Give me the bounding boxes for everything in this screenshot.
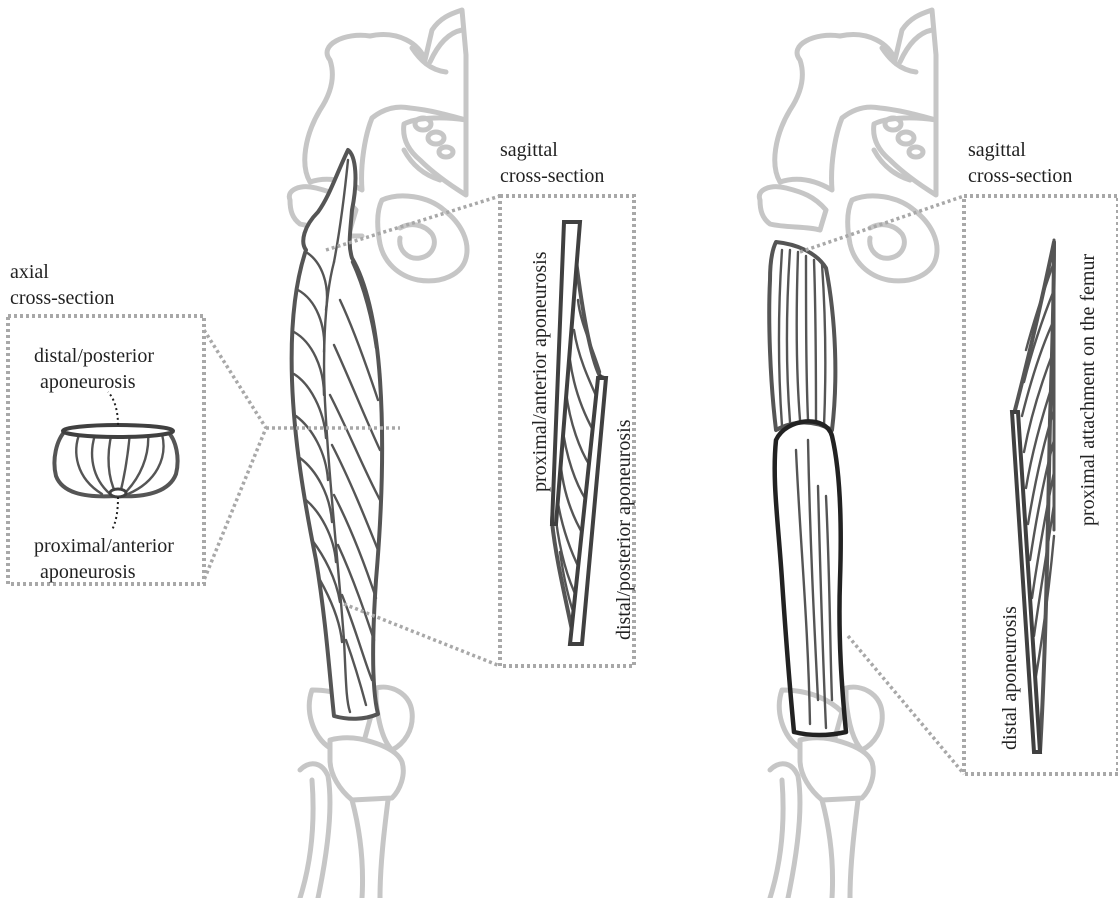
axial-bottom-label-line1: proximal/anterior — [34, 535, 174, 557]
axial-top-label-line2: aponeurosis — [40, 371, 136, 393]
right-proximal-attachment-label: proximal attachment on the femur — [1077, 254, 1099, 526]
right-sagittal-label-line2: cross-section — [968, 165, 1072, 187]
left-sagittal-distal-apo-label: distal/posterior aponeurosis — [613, 419, 635, 640]
axial-label-line1: axial — [10, 261, 49, 283]
right-muscle — [769, 242, 846, 735]
axial-top-label-line1: distal/posterior — [34, 345, 154, 367]
left-sagittal-label-line2: cross-section — [500, 165, 604, 187]
right-sagittal-label-line1: sagittal — [968, 139, 1026, 161]
axial-label-line2: cross-section — [10, 287, 114, 309]
axial-bottom-label-line2: aponeurosis — [40, 561, 136, 583]
left-sagittal-proximal-apo-label: proximal/anterior aponeurosis — [529, 251, 551, 492]
right-distal-apo-label: distal aponeurosis — [999, 606, 1021, 750]
left-sagittal-label-line1: sagittal — [500, 139, 558, 161]
right-leg-skeleton — [759, 10, 937, 898]
